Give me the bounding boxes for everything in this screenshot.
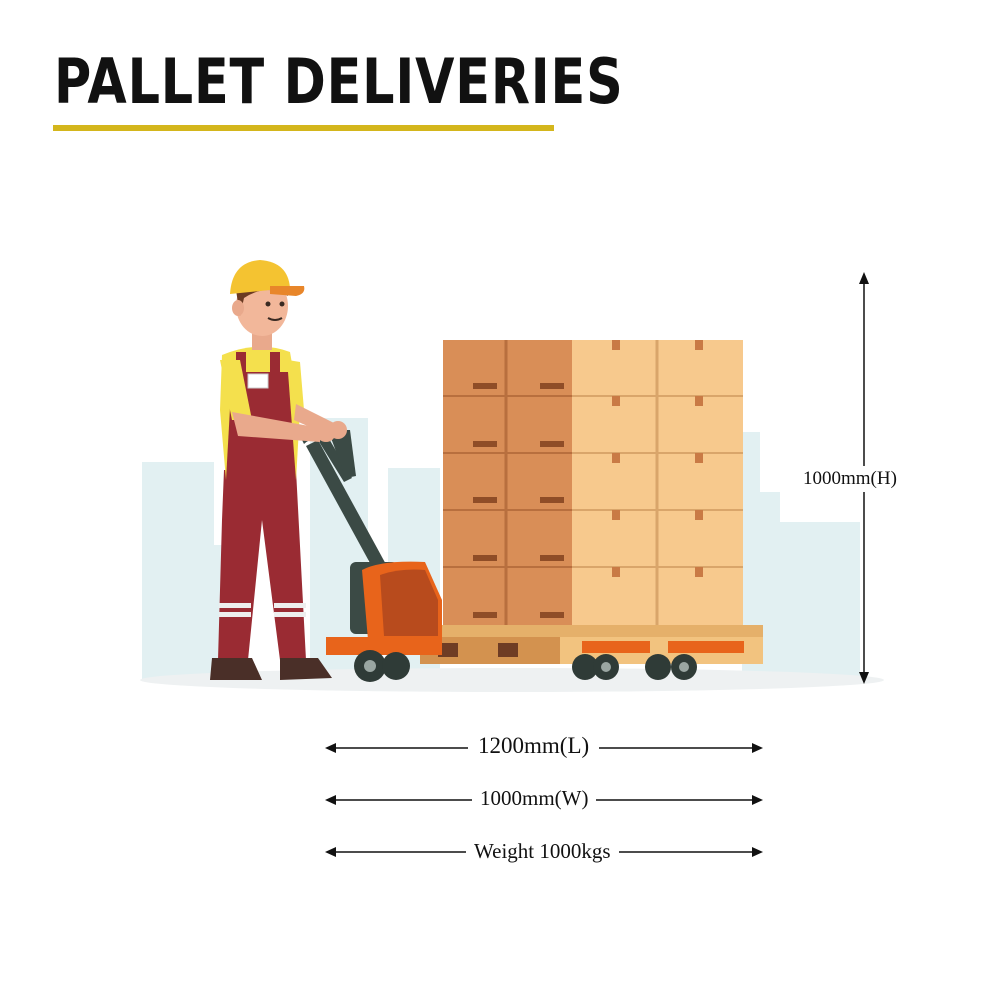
width-label: 1000mm(W) xyxy=(472,786,597,811)
title-underline xyxy=(53,125,554,131)
page-title: PALLET DELIVERIES xyxy=(54,45,624,118)
wooden-pallet xyxy=(420,625,763,664)
delivery-worker xyxy=(210,260,347,680)
weight-label: Weight 1000kgs xyxy=(466,839,619,864)
length-label: 1200mm(L) xyxy=(468,733,600,759)
pallet-jack xyxy=(300,429,697,682)
box-stack xyxy=(443,340,743,625)
height-label: 1000mm(H) xyxy=(797,466,903,492)
